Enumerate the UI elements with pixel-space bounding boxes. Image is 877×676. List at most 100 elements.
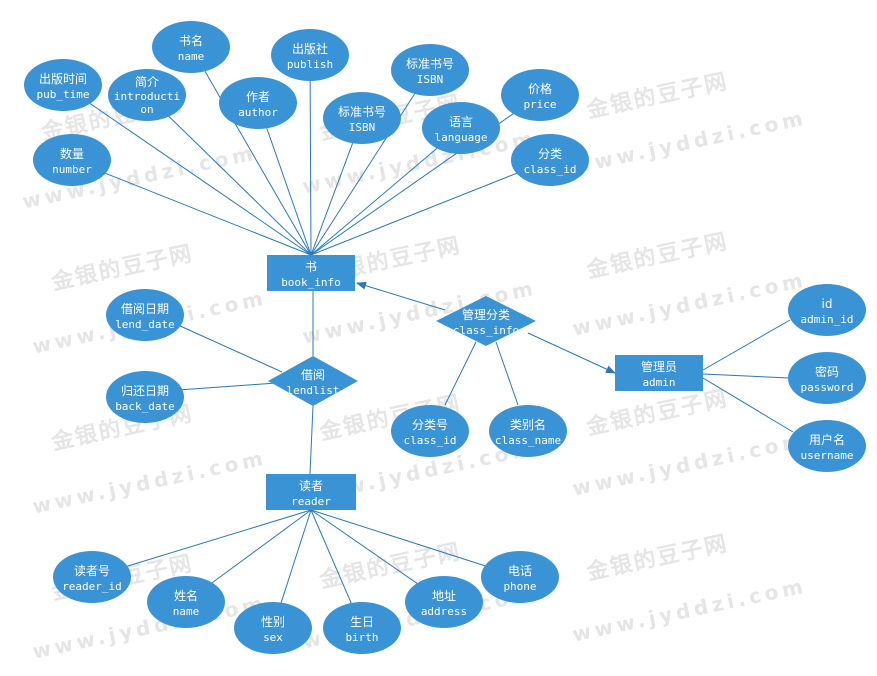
relationship-label-cn: 管理分类 bbox=[462, 307, 510, 322]
attribute-label-cn: 出版时间 bbox=[39, 72, 87, 86]
connector-author-to-book bbox=[266, 128, 312, 256]
attribute-language: 语言 language bbox=[422, 102, 500, 154]
relationship-diamond bbox=[436, 296, 536, 346]
attribute-author: 作者 author bbox=[219, 77, 297, 129]
attribute-label-cn: 书名 bbox=[179, 33, 203, 48]
connector-classinfo-to-admin bbox=[527, 332, 616, 374]
attribute-label-en: author bbox=[238, 106, 278, 119]
attribute-label-cn: 价格 bbox=[528, 81, 552, 96]
connector-number-to-book bbox=[105, 172, 312, 256]
connector-class_id-to-classinfo bbox=[444, 341, 477, 406]
attribute-label-cn: 语言 bbox=[449, 115, 473, 129]
attribute-ellipse bbox=[788, 420, 866, 472]
connector-layer bbox=[89, 71, 794, 604]
attribute-class_id: 分类号 class_id bbox=[391, 405, 469, 457]
attribute-label-en: introducti bbox=[114, 90, 180, 103]
attribute-label-cn: id bbox=[822, 297, 833, 311]
connector-back_date-to-lendlist bbox=[177, 382, 277, 391]
entity-box bbox=[615, 355, 703, 391]
attribute-label-cn: 标准书号 bbox=[338, 105, 386, 119]
attribute-label-en: language bbox=[435, 131, 488, 144]
connector-username-to-admin bbox=[702, 377, 794, 433]
relationship-lendlist: 借阅 lendlist bbox=[268, 356, 358, 406]
attribute-label-en: back_date bbox=[115, 400, 175, 413]
attribute-admin_id: id admin_id bbox=[788, 284, 866, 336]
attribute-ellipse bbox=[33, 134, 111, 186]
attribute-ellipse bbox=[271, 29, 349, 81]
connector-sex-to-reader bbox=[280, 509, 312, 603]
entity-box bbox=[266, 474, 356, 510]
connector-introduction-to-book bbox=[168, 116, 312, 256]
relationship-label-en: class_info bbox=[453, 324, 519, 337]
attribute-label-cn: 姓名 bbox=[174, 588, 198, 603]
attribute-label-en: publish bbox=[287, 58, 333, 71]
attribute-label-cn: 用户名 bbox=[809, 432, 845, 447]
attribute-label-cn: 归还日期 bbox=[121, 384, 169, 398]
attribute-label-en: birth bbox=[345, 631, 378, 644]
attribute-label-cn: 数量 bbox=[60, 146, 84, 161]
attribute-label-en: admin_id bbox=[801, 313, 854, 326]
entity-label-cn: 书 bbox=[305, 260, 317, 274]
attribute-pub_time: 出版时间 pub_time bbox=[24, 59, 102, 111]
connector-publish-to-book bbox=[309, 80, 312, 256]
attribute-label-cn: 分类号 bbox=[412, 418, 448, 432]
attribute-label-en: phone bbox=[503, 580, 536, 593]
entity-book: 书 book_info bbox=[267, 255, 355, 291]
entity-label-cn: 管理员 bbox=[641, 359, 677, 374]
attribute-label-cn: 性别 bbox=[261, 615, 285, 629]
attribute-label-en: number bbox=[52, 163, 92, 176]
connector-admin_id-to-admin bbox=[702, 319, 791, 371]
connector-reader_id-to-reader bbox=[127, 509, 312, 567]
attribute-ellipse bbox=[391, 44, 469, 96]
attribute-label-cn: 标准书号 bbox=[406, 57, 454, 71]
attribute-isbn2: 标准书号 ISBN bbox=[391, 44, 469, 96]
attribute-label-en: ISBN bbox=[349, 121, 376, 134]
attribute-ellipse bbox=[108, 69, 186, 121]
relationship-classinfo: 管理分类 class_info bbox=[436, 296, 536, 346]
attribute-ellipse bbox=[511, 134, 589, 186]
attribute-label-en: class_id bbox=[524, 163, 577, 176]
attribute-label-cn: 作者 bbox=[246, 90, 270, 104]
relationship-label-cn: 借阅 bbox=[301, 368, 325, 382]
attribute-label-en: ISBN bbox=[417, 73, 444, 86]
attribute-label-en: class_name bbox=[495, 434, 561, 447]
attribute-label-cn: 简介 bbox=[135, 75, 159, 89]
attribute-reader_name: 姓名 name bbox=[147, 576, 225, 628]
attribute-ellipse bbox=[489, 405, 567, 457]
attribute-ellipse bbox=[234, 602, 312, 654]
attribute-isbn1: 标准书号 ISBN bbox=[323, 92, 401, 144]
attribute-ellipse bbox=[323, 602, 401, 654]
connector-address-to-reader bbox=[310, 509, 418, 584]
attribute-label-en: class_id bbox=[404, 434, 457, 447]
attribute-label-en: lend_date bbox=[115, 318, 175, 331]
attribute-ellipse bbox=[106, 289, 184, 341]
connector-language-to-book bbox=[310, 148, 438, 256]
entity-label-en: book_info bbox=[281, 276, 341, 289]
connector-isbn1-to-book bbox=[310, 143, 354, 256]
attribute-ellipse bbox=[24, 59, 102, 111]
relationship-label-en: lendlist bbox=[287, 384, 340, 397]
connector-lend_date-to-lendlist bbox=[177, 324, 283, 373]
connector-classinfo-to-book bbox=[356, 281, 446, 311]
attribute-label-en: pub_time bbox=[37, 88, 90, 101]
attribute-label-en: name bbox=[173, 605, 200, 618]
attribute-label-cn: 地址 bbox=[432, 589, 456, 603]
attribute-label-en-cont: on bbox=[140, 103, 153, 116]
attribute-ellipse bbox=[323, 92, 401, 144]
attribute-label-en: username bbox=[801, 449, 854, 462]
attribute-label-cn: 借阅日期 bbox=[121, 302, 169, 316]
attribute-lend_date: 借阅日期 lend_date bbox=[106, 289, 184, 341]
attribute-ellipse bbox=[405, 576, 483, 628]
attribute-ellipse bbox=[147, 576, 225, 628]
attribute-label-cn: 读者号 bbox=[74, 564, 110, 578]
connector-lendlist-to-reader bbox=[309, 405, 314, 475]
